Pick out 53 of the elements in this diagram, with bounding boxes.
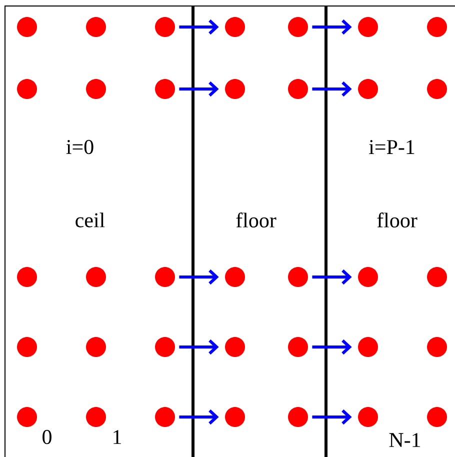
dot [427,79,447,99]
dot [288,407,308,427]
arrow [179,339,219,355]
dot [17,17,37,37]
dot [86,17,106,37]
arrow [179,19,219,35]
label: floor [377,212,418,228]
dot [86,267,106,287]
dot [86,337,106,357]
dot [17,79,37,99]
label: i=0 [66,140,94,154]
dot [358,407,378,427]
dot [427,267,447,287]
dot [288,337,308,357]
dot [225,337,245,357]
dot [17,267,37,287]
label: N-1 [389,433,420,447]
dot [358,337,378,357]
dot [225,407,245,427]
dot [288,267,308,287]
label: 0 [42,430,52,444]
label: floor [236,212,276,228]
dot [288,79,308,99]
dot [358,267,378,287]
dot [288,17,308,37]
arrow [312,81,352,97]
dot [86,407,106,427]
dot [155,337,175,357]
arrow [312,409,352,425]
dot [225,79,245,99]
arrow [312,269,352,285]
arrow [179,269,219,285]
arrow [312,19,352,35]
dot [427,407,447,427]
dot [225,17,245,37]
dot [225,267,245,287]
dot [17,407,37,427]
arrow [179,409,219,425]
label: ceil [76,212,105,228]
dot [155,267,175,287]
label: 1 [114,430,121,444]
dot [155,17,175,37]
label: i=P-1 [369,140,414,154]
dot [358,79,378,99]
dot [427,17,447,37]
dot [155,79,175,99]
arrow [312,339,352,355]
dot [86,79,106,99]
arrow [179,81,219,97]
dot [155,407,175,427]
dot [358,17,378,37]
dot [427,337,447,357]
dot [17,337,37,357]
